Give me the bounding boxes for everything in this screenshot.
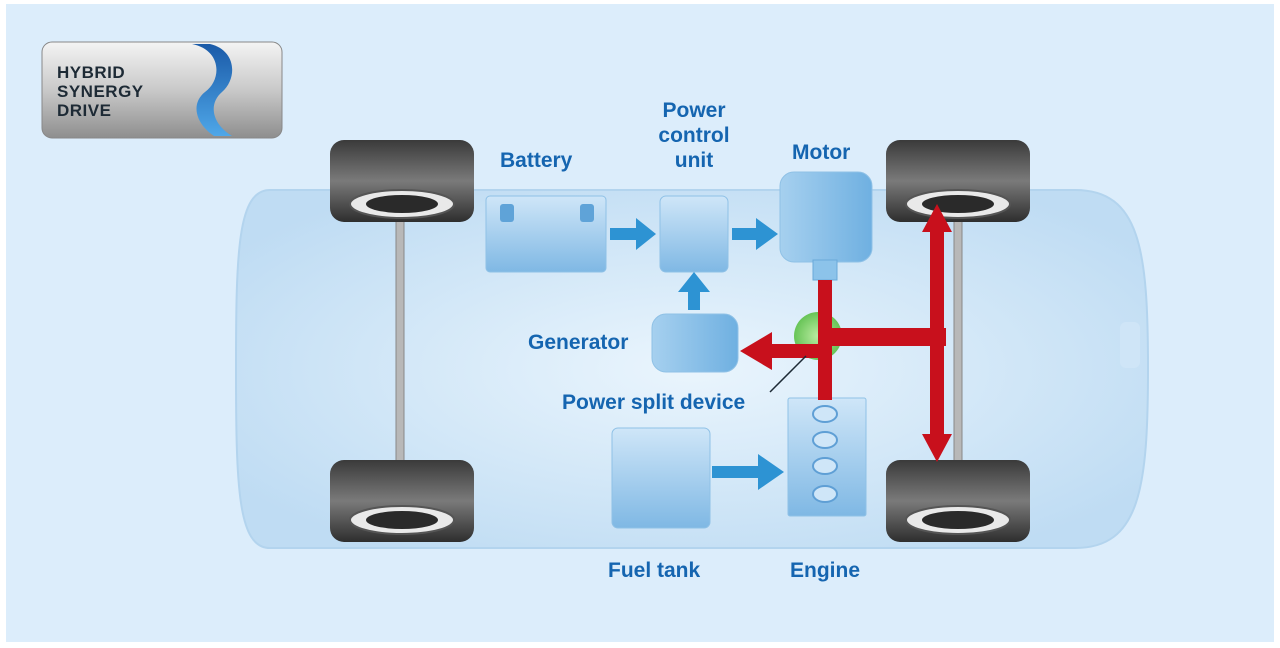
fuel-tank-component: [611, 427, 711, 529]
logo-line-3: DRIVE: [57, 101, 112, 120]
arrow-generator-to-pcu: [678, 272, 710, 310]
red-energy-flow: [740, 204, 952, 462]
wheel-rear-left: [330, 140, 474, 222]
generator-component: [651, 313, 739, 373]
label-fuel-tank: Fuel tank: [608, 559, 701, 582]
power-split-leader-line: [769, 355, 807, 393]
blue-flow-arrows: [610, 218, 784, 490]
label-motor: Motor: [792, 141, 851, 164]
power-control-unit-component: [659, 195, 729, 273]
arrow-fueltank-to-engine: [712, 454, 784, 490]
logo-text: HYBRID SYNERGY DRIVE: [57, 63, 144, 120]
label-power-split-device: Power split device: [562, 391, 746, 414]
wheel-rear-right: [330, 460, 474, 542]
hybrid-synergy-drive-logo: [41, 41, 283, 139]
label-pcu-line-3: unit: [674, 149, 714, 172]
motor-component: [779, 171, 873, 281]
label-power-control-unit: Power control unit: [651, 98, 737, 173]
label-engine: Engine: [790, 559, 861, 582]
logo-line-1: HYBRID: [57, 63, 126, 82]
arrow-pcu-to-motor: [732, 218, 778, 250]
label-pcu-line-2: control: [658, 124, 730, 147]
label-battery: Battery: [500, 149, 573, 172]
label-pcu-line-1: Power: [662, 99, 726, 122]
label-generator: Generator: [528, 331, 629, 354]
wheel-front-right: [886, 460, 1030, 542]
rear-axle: [395, 209, 405, 481]
engine-component: [787, 397, 867, 517]
front-axle: [953, 209, 963, 481]
logo-line-2: SYNERGY: [57, 82, 144, 101]
battery-component: [485, 195, 607, 273]
arrow-battery-to-pcu: [610, 218, 656, 250]
wheel-front-left: [886, 140, 1030, 222]
